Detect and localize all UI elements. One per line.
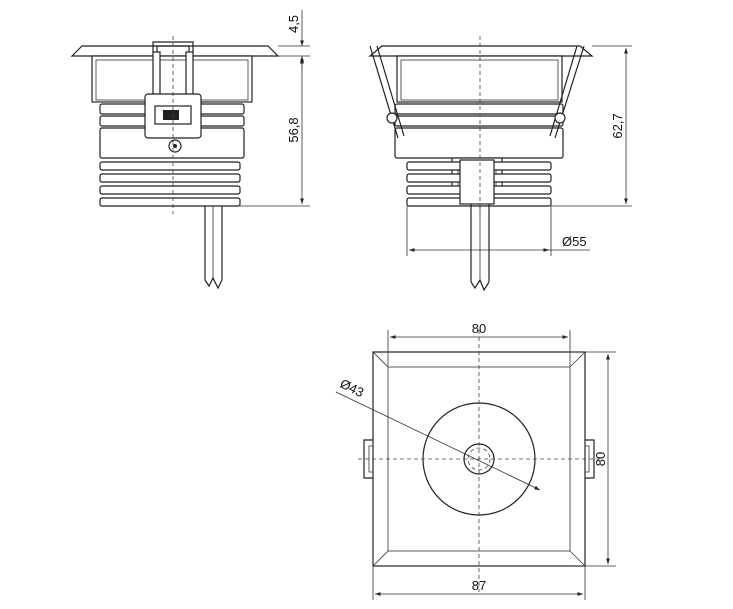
top-view (358, 330, 600, 592)
dimension-lines-left (240, 10, 310, 207)
dim-right-height: 80 (593, 452, 608, 466)
dimension-lines-right (406, 45, 632, 256)
dim-body-height: 56,8 (286, 117, 301, 142)
side-view-right (368, 36, 594, 292)
side-view-left (70, 36, 280, 290)
dim-total-height: 62,7 (610, 113, 625, 138)
dimension-lines-top-view (335, 330, 616, 600)
dim-lens-diameter: Ø43 (338, 376, 367, 400)
dim-top-width: 80 (472, 321, 486, 336)
dim-flange-height: 4,5 (286, 15, 301, 33)
dim-bottom-width: 87 (472, 578, 486, 593)
dim-body-diameter: Ø55 (562, 234, 587, 249)
